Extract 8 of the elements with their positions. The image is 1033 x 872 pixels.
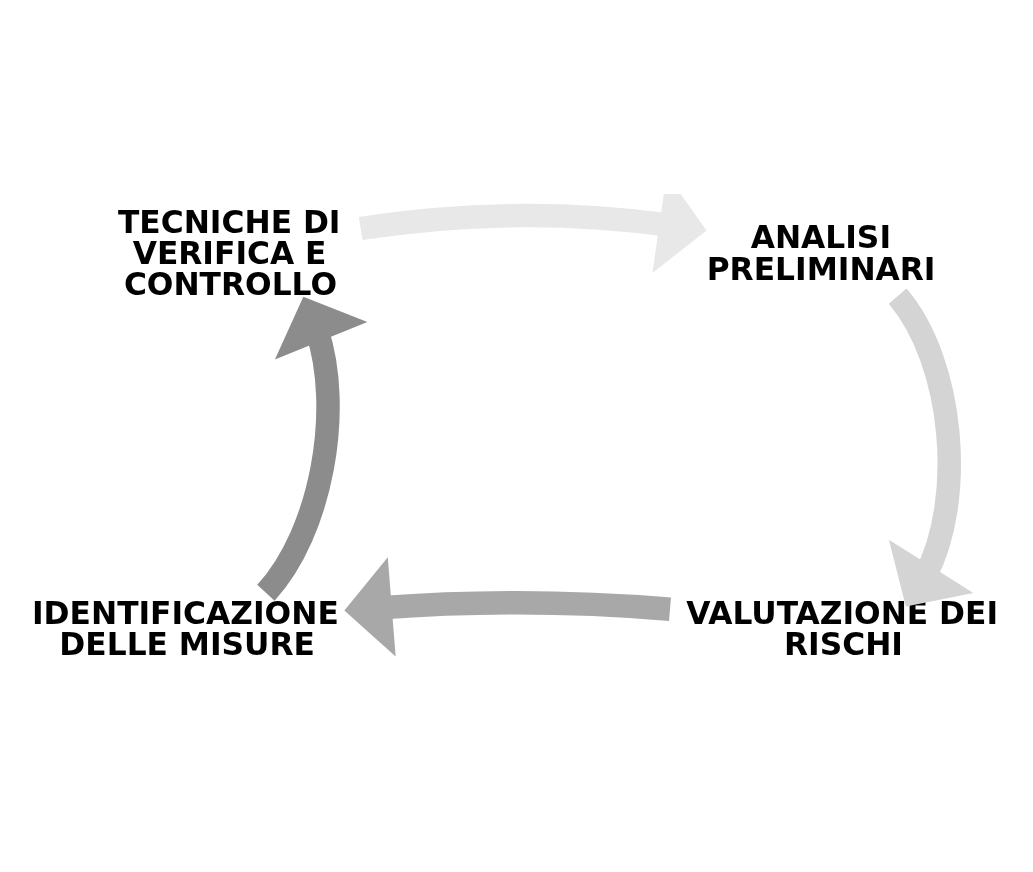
node-text: ANALISI PRELIMINARI [706, 218, 936, 287]
arrow [888, 288, 974, 607]
node-text: TECNICHE DI VERIFICA E CONTROLLO [118, 203, 341, 302]
node-text: IDENTIFICAZIONE DELLE MISURE [31, 594, 339, 662]
arrow [256, 296, 368, 600]
arrow [358, 193, 707, 273]
node-text: VALUTAZIONE DEI RISCHI [686, 594, 999, 662]
arrow [344, 556, 671, 657]
